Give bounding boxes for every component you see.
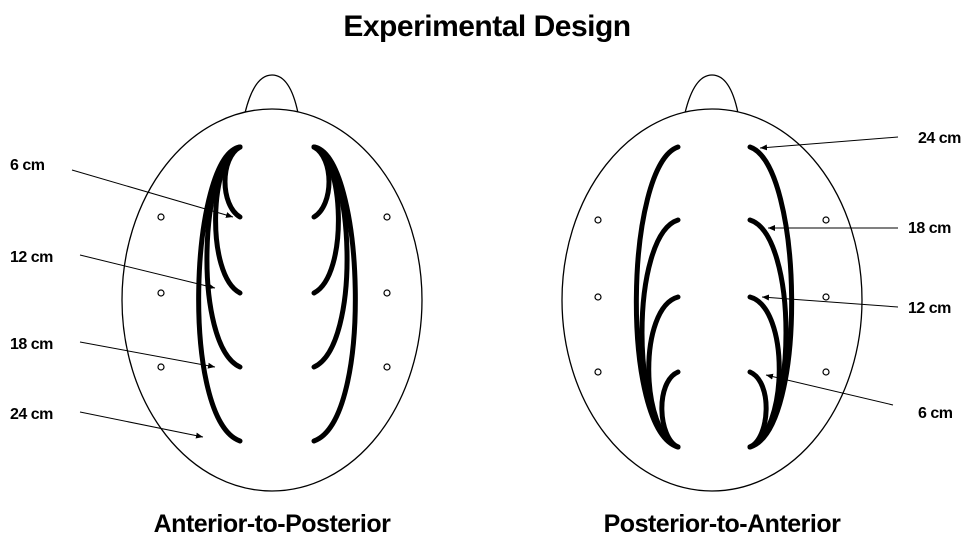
reference-dot xyxy=(384,364,390,370)
label-18cm: 18 cm xyxy=(10,336,53,353)
label-12cm: 12 cm xyxy=(10,249,53,266)
reference-dot xyxy=(595,294,601,300)
caption-anterior-to-posterior: Anterior-to-Posterior xyxy=(154,510,392,535)
nose-right xyxy=(685,75,738,113)
reference-dot xyxy=(823,294,829,300)
panel-anterior-to-posterior: 6 cm 12 cm 18 cm 24 cm Anterior-to-Poste… xyxy=(10,75,422,535)
panel-posterior-to-anterior: 24 cm 18 cm 12 cm 6 cm Posterior-to-Ante… xyxy=(562,75,961,535)
reference-dot xyxy=(595,369,601,375)
caption-posterior-to-anterior: Posterior-to-Anterior xyxy=(604,510,842,535)
reference-dot xyxy=(158,364,164,370)
label-18cm: 18 cm xyxy=(908,220,951,237)
label-12cm: 12 cm xyxy=(908,300,951,317)
reference-dot xyxy=(823,369,829,375)
nose-left xyxy=(245,75,298,113)
head-outline-left xyxy=(122,109,422,491)
label-24cm: 24 cm xyxy=(918,130,961,147)
reference-dot xyxy=(158,290,164,296)
reference-dot xyxy=(595,217,601,223)
reference-dot xyxy=(384,290,390,296)
reference-dot xyxy=(823,217,829,223)
head-outline-right xyxy=(562,109,862,491)
reference-dot xyxy=(384,214,390,220)
label-6cm: 6 cm xyxy=(918,405,953,422)
label-24cm: 24 cm xyxy=(10,406,53,423)
label-6cm: 6 cm xyxy=(10,157,45,174)
reference-dot xyxy=(158,214,164,220)
